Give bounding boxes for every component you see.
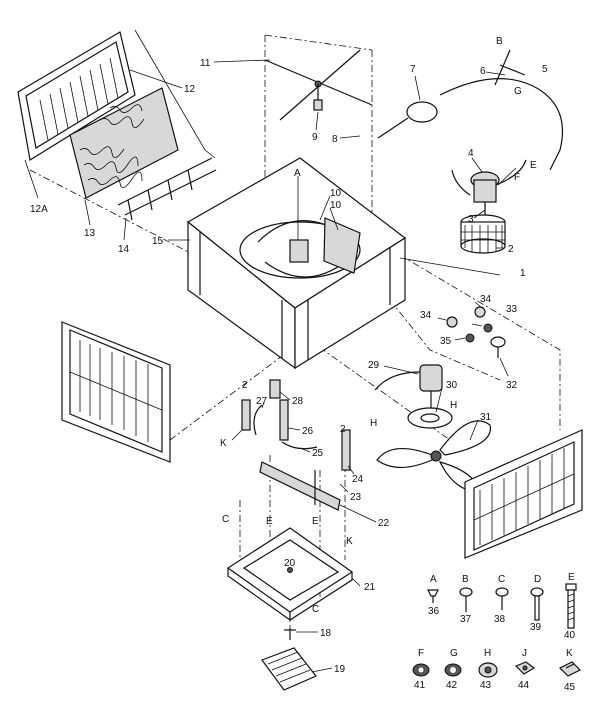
hardware-key: A 36 B 37 C 38 D 39 E 40 F 41 G 42 [412,572,582,693]
hw-letter-g: G [450,648,458,659]
callout-31: 31 [480,412,492,423]
grille-right [464,429,583,559]
callout-8: 8 [332,134,338,145]
callout-26: 26 [302,426,314,437]
callout-h-top: H [450,400,457,411]
callout-32: 32 [506,380,518,391]
callout-15: 15 [152,236,164,247]
callout-27: 27 [256,396,268,407]
callout-10-top: 10 [330,188,342,199]
callout-10-bottom: 10 [330,200,342,211]
grille-left [61,321,171,463]
screw-c-icon [495,587,509,597]
hw-letter-k: K [566,648,573,659]
bolt-e-icon [565,583,577,591]
pump-7 [377,101,438,139]
callout-13: 13 [84,228,96,239]
filter-retainer-14 [117,29,217,221]
callout-9: 9 [312,132,318,143]
callout-28: 28 [292,396,304,407]
support-parts-24-28 [241,379,351,471]
filter-13 [69,87,179,199]
cabinet-1 [186,157,407,370]
hw-letter-d: D [534,574,541,585]
callout-14: 14 [118,244,130,255]
callout-g: G [514,86,522,97]
grille-12 [17,31,136,161]
callout-leaders [24,59,517,673]
callout-35: 35 [440,336,452,347]
screw-d-icon [530,587,544,597]
callout-e: E [530,160,537,171]
callout-29: 29 [368,360,380,371]
callout-25: 25 [312,448,324,459]
hw-number-45: 45 [564,682,576,693]
callout-k-right: K [346,536,353,547]
callout-h-left: H [370,418,377,429]
callout-f: F [514,172,520,183]
callout-2: 2 [508,244,514,255]
callout-18: 18 [320,628,332,639]
callout-20: 20 [284,558,296,569]
callout-b: B [496,36,503,47]
callout-3: 3 [468,214,474,225]
callout-c-left: C [222,514,229,525]
water-tube-5 [439,49,564,171]
fasteners-33-35 [446,306,506,358]
callout-labels: 11 12 12A 13 14 15 9 8 7 6 B 5 G 4 E F 3… [30,36,548,675]
callout-12: 12 [184,84,196,95]
screw-a-icon [427,589,439,597]
hw-number-41: 41 [414,680,426,691]
callout-30: 30 [446,380,458,391]
callout-34-top: 34 [480,294,492,305]
hw-letter-h: H [484,648,491,659]
clip-k-icon [558,661,582,677]
screw-b-icon [459,587,473,597]
callout-19: 19 [334,664,346,675]
callout-2-left: 2 [242,380,248,391]
callout-c-bottom: C [312,604,319,615]
callout-34-left: 34 [420,310,432,321]
hw-number-37: 37 [460,614,472,625]
hw-number-39: 39 [530,622,542,633]
callout-4: 4 [468,148,474,159]
hw-number-40: 40 [564,630,576,641]
drain-screen-19 [261,647,317,691]
hw-number-36: 36 [428,606,440,617]
fan-blade-11 [264,49,373,121]
base-pan-21 [226,527,354,621]
callout-12a: 12A [30,204,48,215]
bracket-22-23 [259,461,341,511]
hw-number-44: 44 [518,680,530,691]
callout-1: 1 [520,268,526,279]
callout-5: 5 [542,64,548,75]
hw-number-43: 43 [480,680,492,691]
motor-mount-30 [407,407,453,429]
hw-letter-j: J [522,648,527,659]
hw-number-42: 42 [446,680,458,691]
callout-24: 24 [352,474,364,485]
callout-6: 6 [480,66,486,77]
callout-23: 23 [350,492,362,503]
hw-letter-e: E [568,572,575,583]
callout-e-left: E [266,516,273,527]
callout-7: 7 [410,64,416,75]
hw-letter-a: A [430,574,437,585]
float-assembly [451,159,527,254]
callout-11: 11 [200,58,211,69]
hw-letter-c: C [498,574,505,585]
callout-21: 21 [364,582,376,593]
hw-letter-f: F [418,648,424,659]
callout-a: A [294,168,301,179]
callout-22: 22 [378,518,390,529]
callout-k-left: K [220,438,227,449]
callout-33: 33 [506,304,518,315]
hw-letter-b: B [462,574,469,585]
hw-number-38: 38 [494,614,506,625]
valve-18 [284,628,296,640]
callout-e-right: E [312,516,319,527]
callout-2-right: 2 [340,424,346,435]
